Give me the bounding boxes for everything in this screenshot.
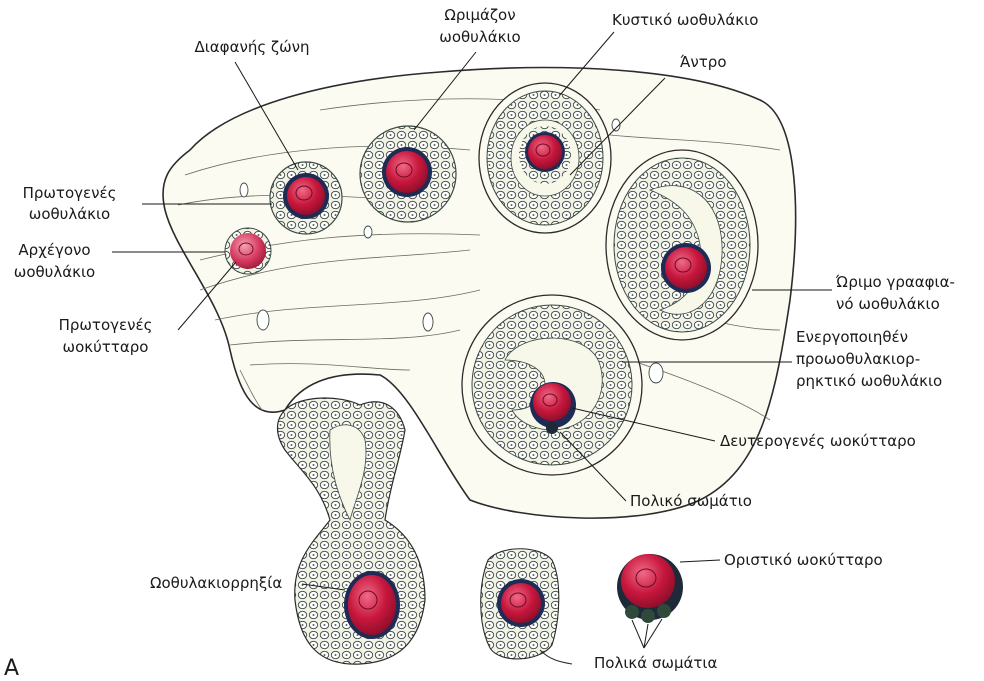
label-maturing-follicle-line1: Ωριμάζον xyxy=(425,5,535,25)
cystic-follicle xyxy=(479,83,611,233)
label-maturing-follicle-line2: ωοθυλάκιο xyxy=(425,27,535,47)
ovulation-follicle xyxy=(278,398,426,664)
primary-follicle xyxy=(270,162,342,234)
label-polar-body: Πολικό σωμάτιο xyxy=(630,491,752,511)
label-definitive-oocyte: Οριστικό ωοκύτταρο xyxy=(724,550,883,570)
graafian-follicle xyxy=(606,150,758,340)
label-ovulation: Ωοθυλακιορρηξία xyxy=(150,573,282,593)
label-preovulatory-line1: Ενεργοποιηθέν xyxy=(796,327,908,347)
label-graafian-follicle-line1: Ώριμο γρααφια- xyxy=(836,272,955,292)
preovulatory-follicle xyxy=(462,295,642,475)
label-primary-oocyte-line1: Πρωτογενές xyxy=(38,315,173,335)
label-primordial-follicle-line2: ωοθυλάκιο xyxy=(2,262,107,282)
label-primordial-follicle-line1: Αρχέγονο xyxy=(2,240,107,260)
label-secondary-oocyte: Δευτερογενές ωοκύτταρο xyxy=(720,431,916,451)
label-primary-oocyte-line2: ωοκύτταρο xyxy=(38,337,173,357)
label-preovulatory-line2: προωοθυλακιορ- xyxy=(796,349,920,369)
label-polar-bodies: Πολικά σωμάτια xyxy=(594,653,717,673)
label-preovulatory-line3: ρηκτικό ωοθυλάκιο xyxy=(796,371,942,391)
figure-corner-letter: A xyxy=(4,658,19,680)
released-oocyte xyxy=(481,549,572,664)
label-antrum: Άντρο xyxy=(680,52,727,72)
label-graafian-follicle-line2: νό ωοθυλάκιο xyxy=(836,294,940,314)
definitive-oocyte xyxy=(617,554,683,623)
maturing-follicle xyxy=(360,126,456,222)
label-primary-follicle-line2: ωοθυλάκιο xyxy=(2,204,137,224)
label-zona-pellucida: Διαφανής ζώνη xyxy=(192,37,312,57)
label-primary-follicle-line1: Πρωτογενές xyxy=(2,183,137,203)
label-cystic-follicle: Κυστικό ωοθυλάκιο xyxy=(612,10,758,30)
